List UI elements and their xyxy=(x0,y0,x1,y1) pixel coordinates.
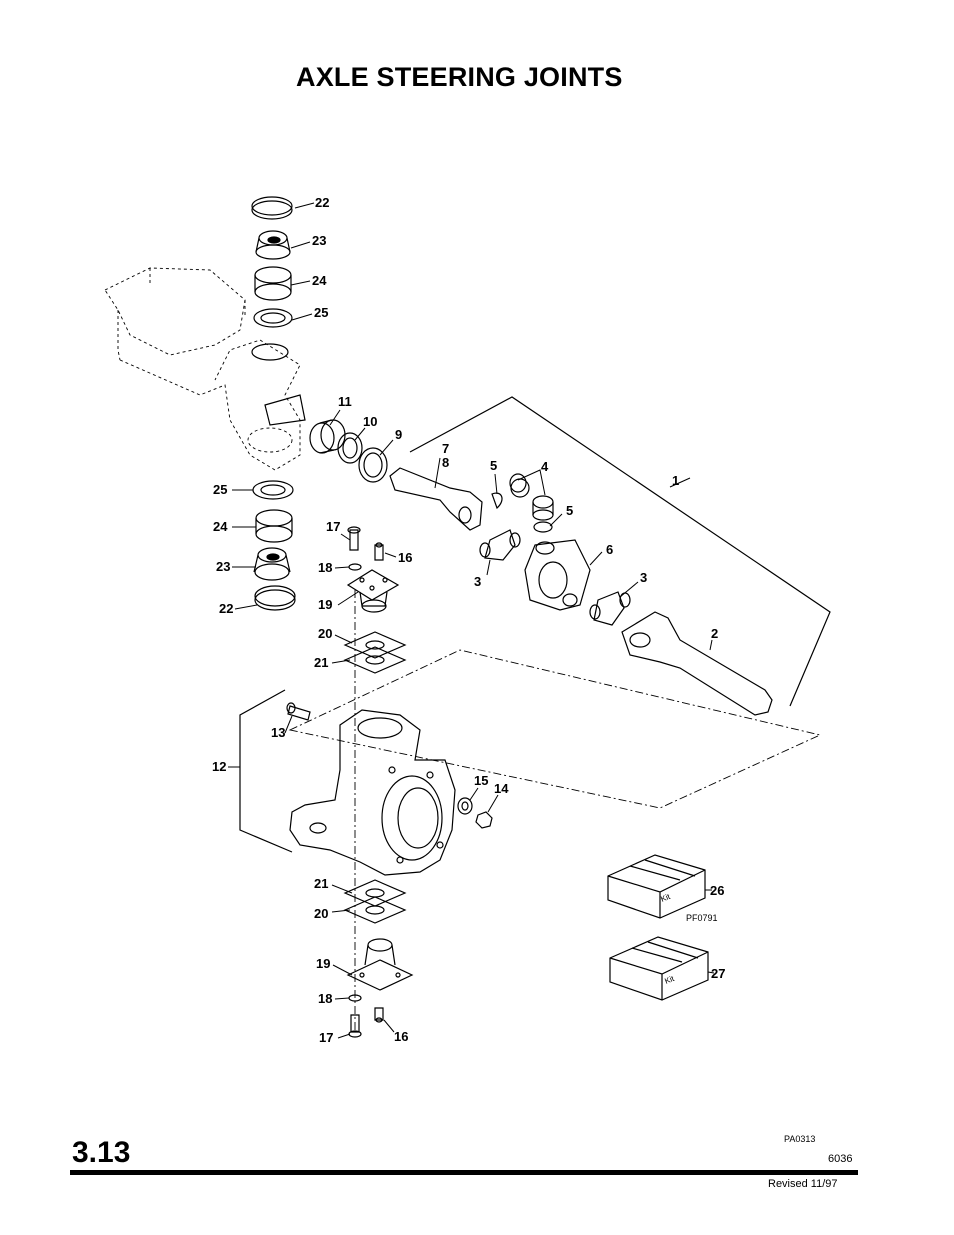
callout-3-left: 3 xyxy=(474,574,481,589)
callout-20-upper: 20 xyxy=(318,626,332,641)
bushing-24-left xyxy=(255,509,293,543)
callout-15: 15 xyxy=(474,773,488,788)
shim-21-lower xyxy=(343,879,407,907)
callout-5-lower: 5 xyxy=(566,503,573,518)
callout-21-lower: 21 xyxy=(314,876,328,891)
callout-13: 13 xyxy=(271,725,285,740)
shim-20-lower xyxy=(343,896,407,924)
callout-10: 10 xyxy=(363,414,377,429)
bracket-12 xyxy=(239,689,293,853)
shim-20-upper xyxy=(343,631,407,659)
kit-label-26: Kit xyxy=(659,892,672,904)
callout-23-top: 23 xyxy=(312,233,326,248)
revision-date: Revised 11/97 xyxy=(768,1178,838,1190)
seal-9 xyxy=(358,447,388,483)
callout-21-upper: 21 xyxy=(314,655,328,670)
callout-19-lower: 19 xyxy=(316,956,330,971)
seal-25-left xyxy=(252,480,294,500)
u-joint-cross-3a xyxy=(479,529,521,561)
callout-20-lower: 20 xyxy=(314,906,328,921)
outer-shaft-2 xyxy=(621,611,773,716)
bushing-11 xyxy=(309,419,346,454)
kingpin-cap-19-upper xyxy=(346,569,400,613)
nut-14 xyxy=(475,811,493,829)
callout-25-left: 25 xyxy=(213,482,227,497)
inner-shaft-7-8 xyxy=(389,467,483,531)
callout-12: 12 xyxy=(212,759,226,774)
callout-23-left: 23 xyxy=(216,559,230,574)
callout-4: 4 xyxy=(541,459,549,474)
callout-1: 1 xyxy=(672,473,679,488)
grease-fitting-16-lower xyxy=(374,1007,384,1023)
capscrew-13 xyxy=(286,702,311,721)
kingpin-cap-19-lower xyxy=(346,938,414,991)
callout-25-top: 25 xyxy=(314,305,328,320)
callout-16-upper: 16 xyxy=(398,550,412,565)
callout-19-upper: 19 xyxy=(318,597,332,612)
page-number: 6036 xyxy=(828,1153,853,1165)
page-title: AXLE STEERING JOINTS xyxy=(296,62,623,92)
callout-18-upper: 18 xyxy=(318,560,332,575)
shim-21-upper xyxy=(343,646,407,674)
callout-11: 11 xyxy=(338,394,352,409)
callout-18-lower: 18 xyxy=(318,991,332,1006)
callout-5-upper: 5 xyxy=(490,458,497,473)
bearing-cap-4 xyxy=(509,473,554,521)
seal-5a xyxy=(491,492,503,510)
cup-22-top xyxy=(251,196,293,216)
callout-6: 6 xyxy=(606,542,613,557)
bushing-24-top xyxy=(254,266,292,301)
cone-23-left xyxy=(253,547,291,581)
callout-7: 7 xyxy=(442,441,449,456)
callout-22-top: 22 xyxy=(315,195,329,210)
bracket-1 xyxy=(409,396,831,707)
grease-fitting-16-upper xyxy=(374,542,384,561)
drawing-code: PA0313 xyxy=(784,1134,816,1144)
capscrew-17-upper xyxy=(347,526,361,551)
callout-3-right: 3 xyxy=(640,570,647,585)
callout-9: 9 xyxy=(395,427,402,442)
axle-housing-outline xyxy=(104,267,301,471)
callout-17-upper: 17 xyxy=(326,519,340,534)
cup-22-left xyxy=(254,585,296,607)
kit-code: PF0791 xyxy=(686,913,718,923)
callout-16-lower: 16 xyxy=(394,1029,408,1044)
callout-labels: 22 23 24 25 11 10 9 7 8 5 4 1 5 6 3 3 2 … xyxy=(212,195,725,1045)
coupling-yoke-6 xyxy=(524,539,591,611)
washer-15 xyxy=(457,797,473,815)
seal-5b xyxy=(533,521,553,533)
seal-10 xyxy=(337,432,363,464)
callout-17-lower: 17 xyxy=(319,1030,333,1045)
callout-24-left: 24 xyxy=(213,519,228,534)
steering-knuckle-12 xyxy=(289,709,456,876)
kit-label-27: Kit xyxy=(663,974,676,986)
callout-22-left: 22 xyxy=(219,601,233,616)
callout-2: 2 xyxy=(711,626,718,641)
callout-24-top: 24 xyxy=(312,273,327,288)
callout-8: 8 xyxy=(442,455,449,470)
seal-25-top xyxy=(253,308,293,328)
kit-box-26 xyxy=(607,854,706,919)
u-joint-cross-3b xyxy=(589,591,631,626)
callout-14: 14 xyxy=(494,781,509,796)
footer-rule xyxy=(70,1170,858,1175)
washer-18-upper xyxy=(348,563,362,571)
section-number: 3.13 xyxy=(72,1136,131,1169)
callout-26: 26 xyxy=(710,883,724,898)
cone-23-top xyxy=(255,230,291,260)
kit-box-27 xyxy=(609,936,709,1001)
callout-27: 27 xyxy=(711,966,725,981)
